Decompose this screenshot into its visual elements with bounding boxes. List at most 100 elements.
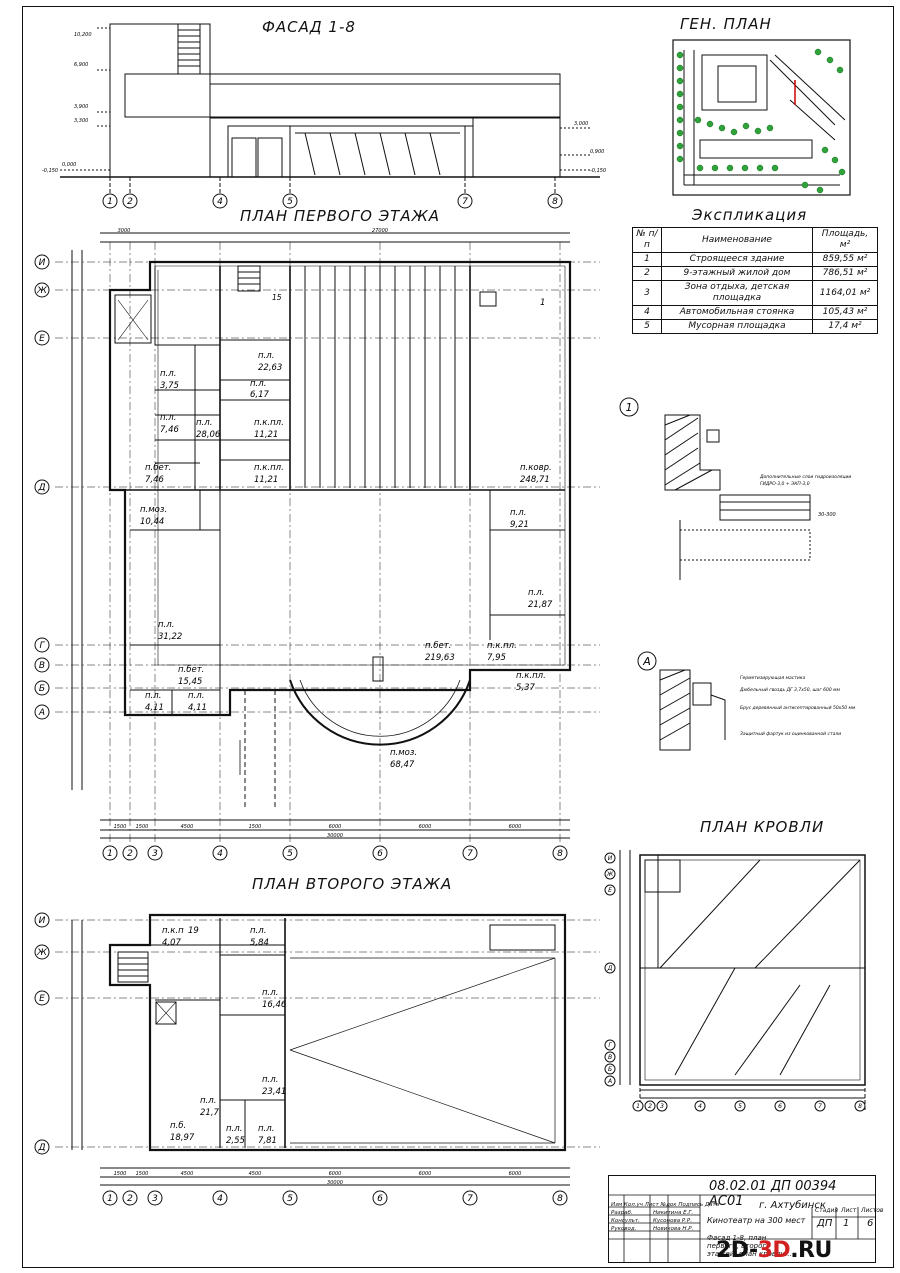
sheets-label: Листов (861, 1207, 884, 1214)
level-mark: 3,300 (74, 118, 88, 124)
drawing-code: 08.02.01 ДП 00394 АС01 (709, 1179, 837, 1209)
room-area: 248,71 (520, 475, 550, 485)
plan1 (55, 232, 600, 845)
room-area: 219,63 (425, 653, 455, 663)
node-marker: А (642, 655, 651, 668)
person-name: Никитина Е.Г. (653, 1210, 694, 1216)
axis-label: 2 (127, 849, 133, 859)
axis-label: 5 (738, 1103, 742, 1110)
plan2-room-labels: п.к.п 19 4,07 п.л. 5,84 п.л. 16,46 п.л. … (162, 926, 287, 1146)
axis-label: 2 (127, 1194, 133, 1204)
plan2-title: ПЛАН ВТОРОГО ЭТАЖА (252, 875, 453, 893)
axis-label: 4 (217, 1194, 223, 1204)
room-name: п.к.пл. (487, 641, 517, 651)
plan2 (55, 913, 600, 1186)
roof-title: ПЛАН КРОВЛИ (700, 818, 825, 836)
axis-label: Е (39, 994, 45, 1004)
level-mark: -0,150 (42, 168, 58, 174)
axis-label: 4 (217, 849, 223, 859)
level-mark: 0,900 (590, 149, 604, 155)
plan1-room-labels: 1 15 п.л. 22,63 п.л. 6,17 п.к.пл. 11,21 … (140, 293, 553, 770)
room-area: 21,7 (200, 1108, 220, 1118)
genplan-greenery (676, 48, 846, 194)
room-area: 68,47 (390, 760, 415, 770)
room-area: 7,46 (160, 425, 180, 435)
room-area: 7,46 (145, 475, 165, 485)
person-role: Руковод. (611, 1226, 637, 1232)
level-mark: 3,000 (574, 121, 588, 127)
axis-label: Ж (36, 948, 47, 958)
axis-label: 8 (557, 849, 563, 859)
room-name: п.моз. (390, 748, 417, 758)
room-name: п.ковр. (520, 463, 552, 473)
plan2-axis-bubbles: 1 2 3 4 5 6 7 8 И Ж Е Д (34, 912, 568, 1206)
stage-label: Стадия (815, 1207, 839, 1214)
dim-text: 1500 (114, 1171, 127, 1177)
room-area: 7,95 (487, 653, 506, 663)
room-area: 2,55 (226, 1136, 245, 1146)
axis-label: Ж (606, 871, 614, 878)
axis-label: 3 (660, 1103, 664, 1110)
detail-node-1 (664, 414, 811, 580)
row-name: Зона отдыха, детская площадка (661, 280, 813, 306)
plan1-dims: 3000 27000 1500 1500 4500 1500 6000 6000… (114, 228, 522, 839)
dim-text: 6000 (509, 824, 522, 830)
room-name: п.л. (200, 1096, 216, 1106)
axis-label: 3 (152, 1194, 158, 1204)
axis-label: 6 (377, 849, 383, 859)
row-area: 17,4 м² (812, 319, 878, 334)
axis-label: 1 (107, 849, 113, 859)
detail-note: Брус деревянный антисептированный 50х50 … (740, 705, 856, 711)
axis-label: 7 (467, 1194, 473, 1204)
col-num: № п/п (632, 227, 662, 253)
axis-label: Д (607, 965, 613, 972)
dim-text: 1500 (249, 824, 262, 830)
dim-text: 1500 (114, 824, 127, 830)
dim-text: 6000 (509, 1171, 522, 1177)
dim-text: 30000 (327, 1180, 343, 1186)
genplan (672, 39, 851, 196)
room-area: 7,81 (258, 1136, 277, 1146)
room-area: 5,84 (250, 938, 269, 948)
room-name: п.л. (158, 620, 174, 630)
room-name: п.бет. (425, 641, 451, 651)
person-name: Новикова Н.Р. (653, 1226, 694, 1232)
roof-axis-bubbles: 1 2 3 4 5 6 7 8 И Ж Е Д Г В Б А (604, 852, 866, 1112)
city: г. Ахтубинск (759, 1200, 826, 1211)
stamp-columns: Изм Кол.уч Лист №док Подпись Дата (611, 1202, 720, 1208)
room-area: 4,11 (188, 703, 207, 713)
room-area: 5,37 (516, 683, 536, 693)
dim-text: 3000 (118, 228, 131, 234)
room-area: 4,07 (162, 938, 182, 948)
detail-note: Дополнительные слои гидроизоляции (759, 474, 851, 480)
room-area: 22,63 (258, 363, 282, 373)
axis-label: 7 (818, 1103, 822, 1110)
level-mark: 6,900 (74, 62, 88, 68)
dim-text: 6000 (329, 824, 342, 830)
room-number: 19 (188, 926, 199, 936)
axis-label: 5 (287, 197, 293, 207)
axis-label: 1 (107, 1194, 113, 1204)
dim-text: 4500 (181, 1171, 194, 1177)
sheets-value: 6 (867, 1218, 874, 1229)
person-name: Кусонова Р.Р. (653, 1218, 692, 1224)
detail-note: Дюбельный гвоздь ДГ 3,7х50, шаг 600 мм (739, 687, 841, 693)
genplan-title: ГЕН. ПЛАН (680, 15, 772, 33)
axis-label: 5 (287, 849, 293, 859)
axis-label: 3 (152, 849, 158, 859)
axis-label: Ж (36, 286, 47, 296)
axis-label: Е (39, 334, 45, 344)
axis-label: Д (37, 1143, 45, 1153)
dim-text: 4500 (181, 824, 194, 830)
project-name: Кинотеатр на 300 мест (707, 1216, 806, 1225)
row-area: 1164,01 м² (812, 280, 878, 306)
facade (60, 23, 600, 198)
axis-label: Г (608, 1042, 612, 1049)
axis-label: А (607, 1078, 612, 1085)
axis-label: 8 (858, 1103, 862, 1110)
room-name: п.л. (262, 1075, 278, 1085)
axis-label: В (39, 661, 45, 671)
room-name: п.к.пл. (516, 671, 546, 681)
level-mark: 0,000 (62, 162, 76, 168)
room-name: п.л. (188, 691, 204, 701)
